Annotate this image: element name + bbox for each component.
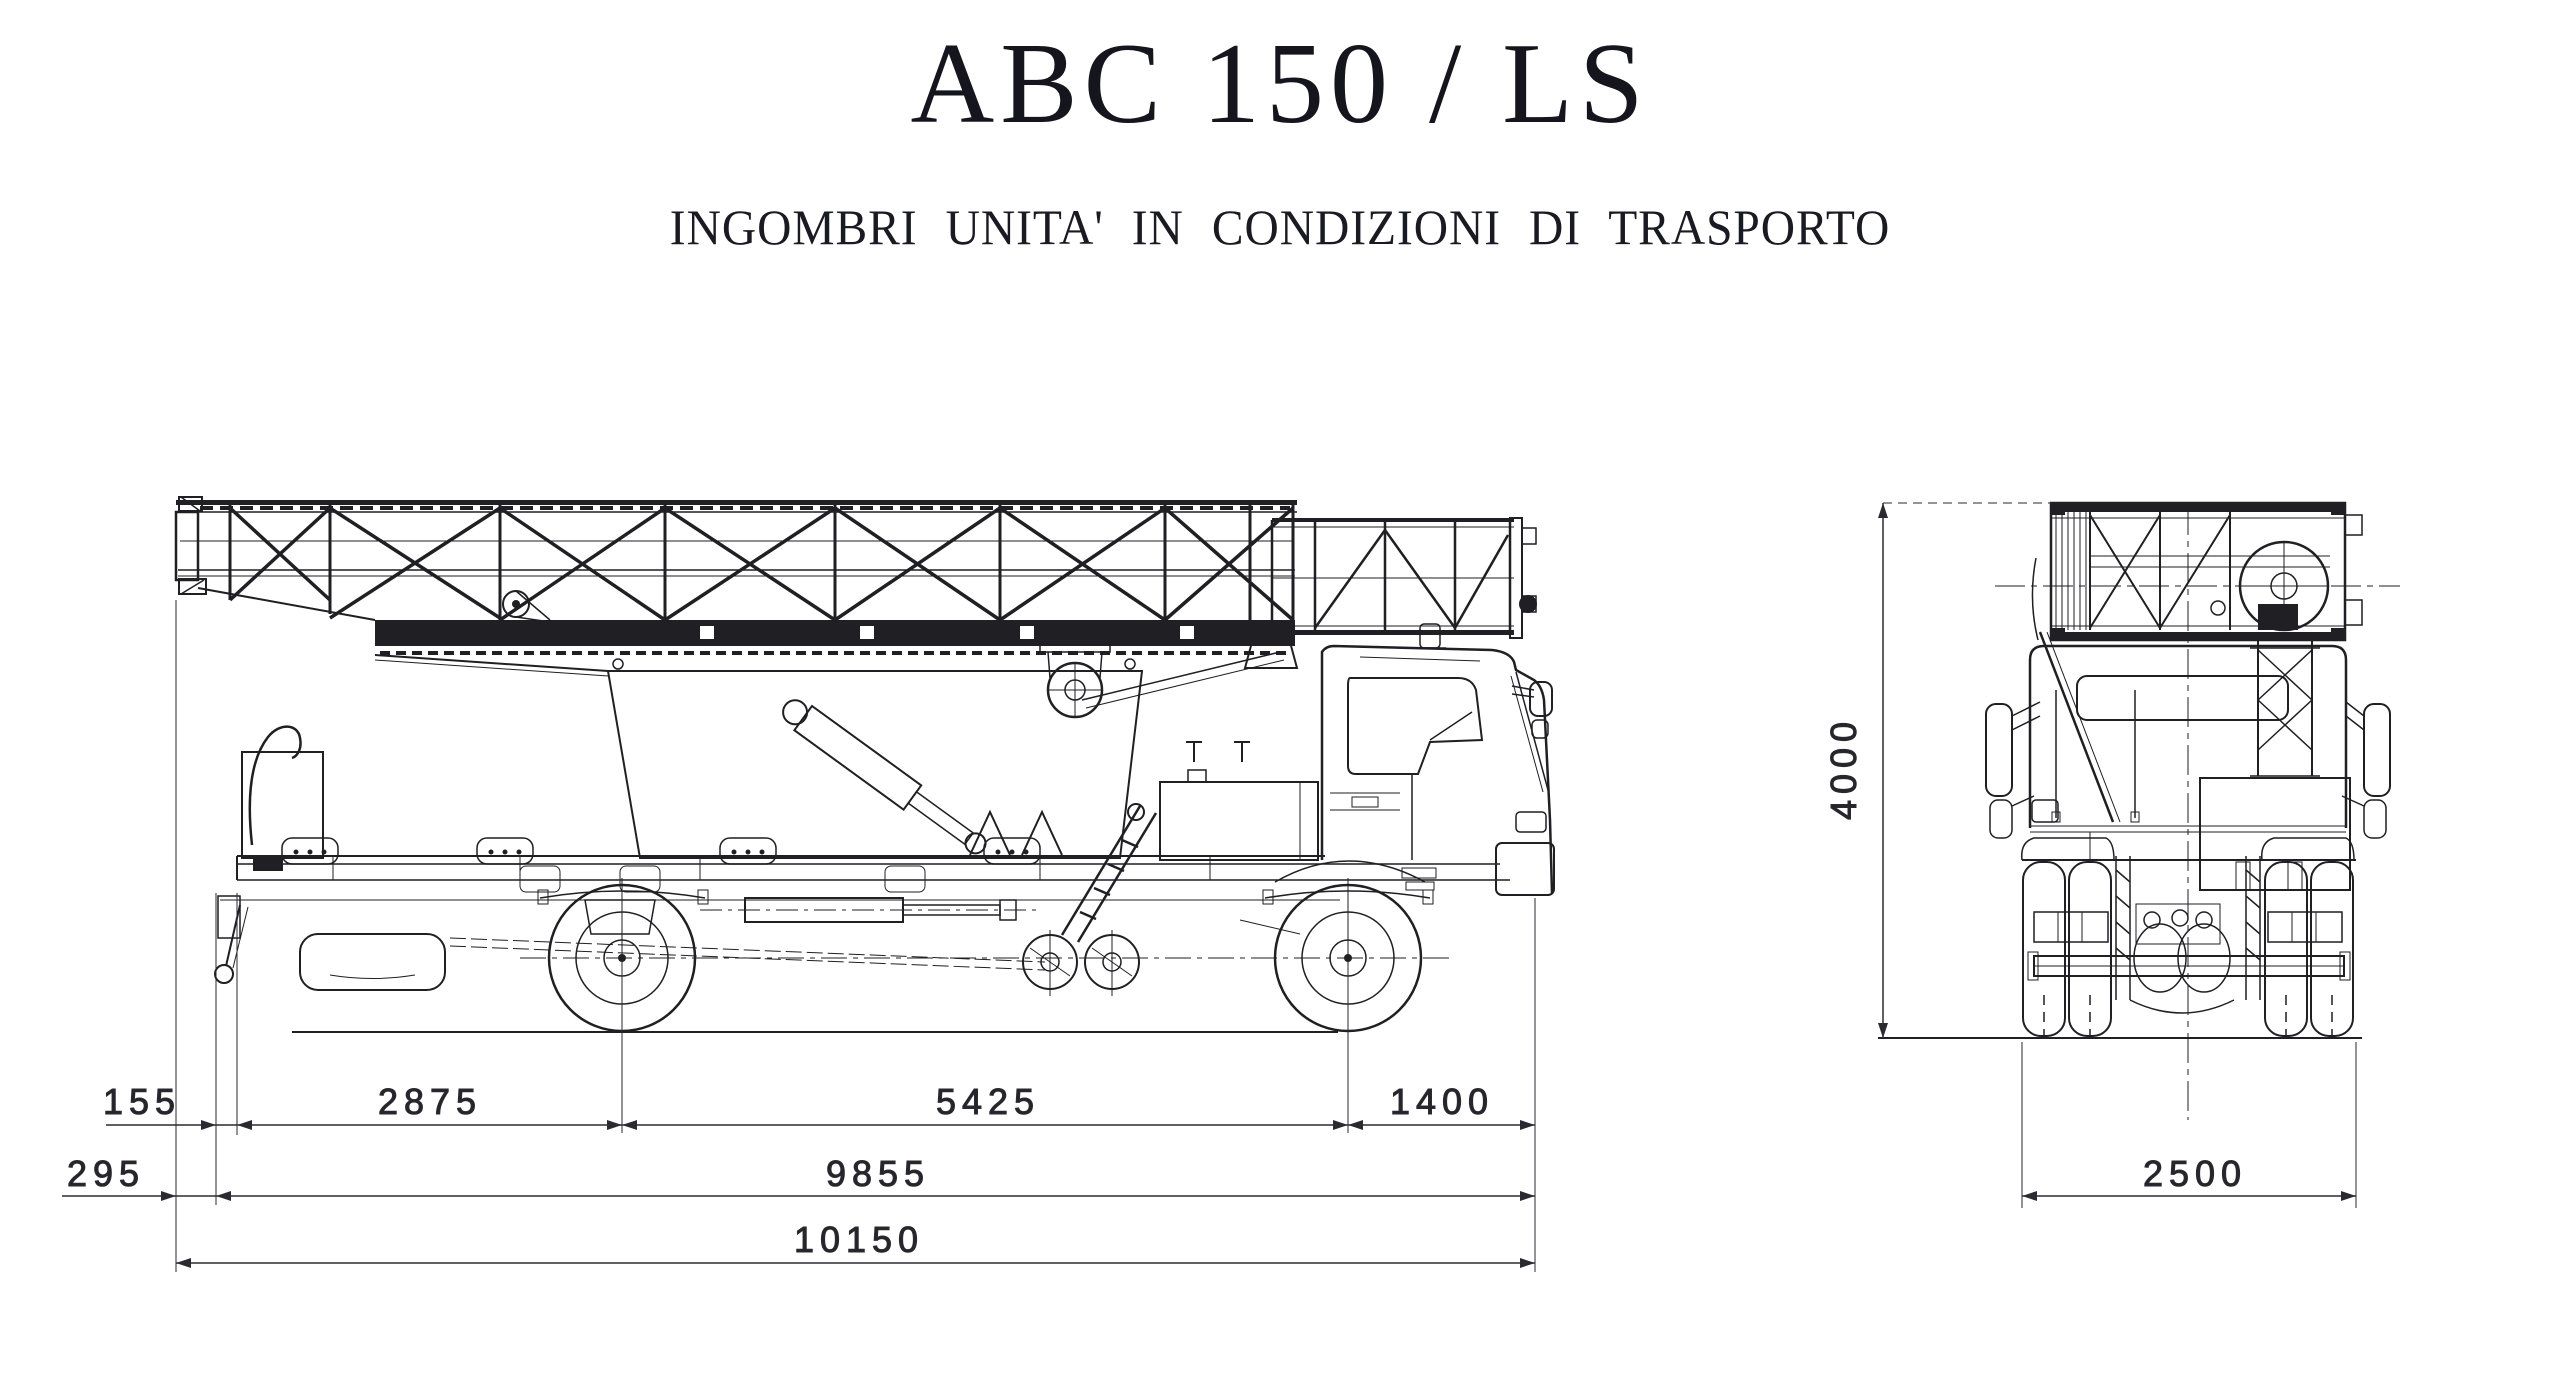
dim-chassis-length-label: 9855 xyxy=(826,1153,930,1194)
dim-rear-boom-overhang-label: 295 xyxy=(67,1153,145,1194)
boom-fly-section xyxy=(1270,517,1537,639)
side-view-drawing xyxy=(174,496,1555,1062)
dim-overall-length-label: 10150 xyxy=(794,1219,924,1260)
equipment-box xyxy=(2199,777,2351,891)
luffing-cylinder xyxy=(782,699,987,855)
side-mirror xyxy=(1511,681,1553,739)
horizontal-cylinder xyxy=(700,897,1040,923)
page-title: ABC 150 / LS xyxy=(910,20,1650,148)
cylinder-column xyxy=(2250,640,2320,777)
jockey-wheels xyxy=(1022,930,1140,996)
dim-row-1: 155 2875 5425 1400 xyxy=(102,1081,1535,1130)
dim-row-3: 10150 xyxy=(176,1219,1535,1268)
boom-cross-section xyxy=(2049,501,2363,642)
front-axle-wheels xyxy=(2021,837,2355,1037)
dim-height-4000: 4000 xyxy=(1823,502,2052,1038)
front-view-drawing xyxy=(1878,501,2400,1120)
dim-wheelbase-label: 5425 xyxy=(936,1081,1040,1122)
dim-overall-width-label: 2500 xyxy=(2143,1153,2247,1194)
front-view-mirrors xyxy=(1985,701,2391,839)
dim-rear-to-axle-label: 2875 xyxy=(378,1081,482,1122)
dim-overall-height-label: 4000 xyxy=(1823,716,1864,820)
crane-pedestal xyxy=(374,641,1319,943)
exhaust-stack xyxy=(241,725,324,859)
rail-brackets xyxy=(281,837,1041,893)
truck-chassis xyxy=(214,725,1510,991)
dim-width-2500: 2500 xyxy=(2021,1042,2357,1208)
dim-rear-gap-label: 155 xyxy=(103,1081,181,1122)
dim-front-overhang-label: 1400 xyxy=(1390,1081,1494,1122)
dimension-annotations: 155 2875 5425 1400 295 9855 10150 xyxy=(62,502,2357,1272)
cab-front xyxy=(1985,505,2400,1120)
boom-heel-sheave xyxy=(1039,643,1111,719)
truck-cab xyxy=(1320,623,1555,896)
lattice-boom xyxy=(174,496,1537,655)
dim-row-2: 295 9855 xyxy=(62,1153,1535,1201)
access-ladder xyxy=(1060,803,1158,943)
page-subtitle: INGOMBRI UNITA' IN CONDIZIONI DI TRASPOR… xyxy=(669,199,1891,255)
